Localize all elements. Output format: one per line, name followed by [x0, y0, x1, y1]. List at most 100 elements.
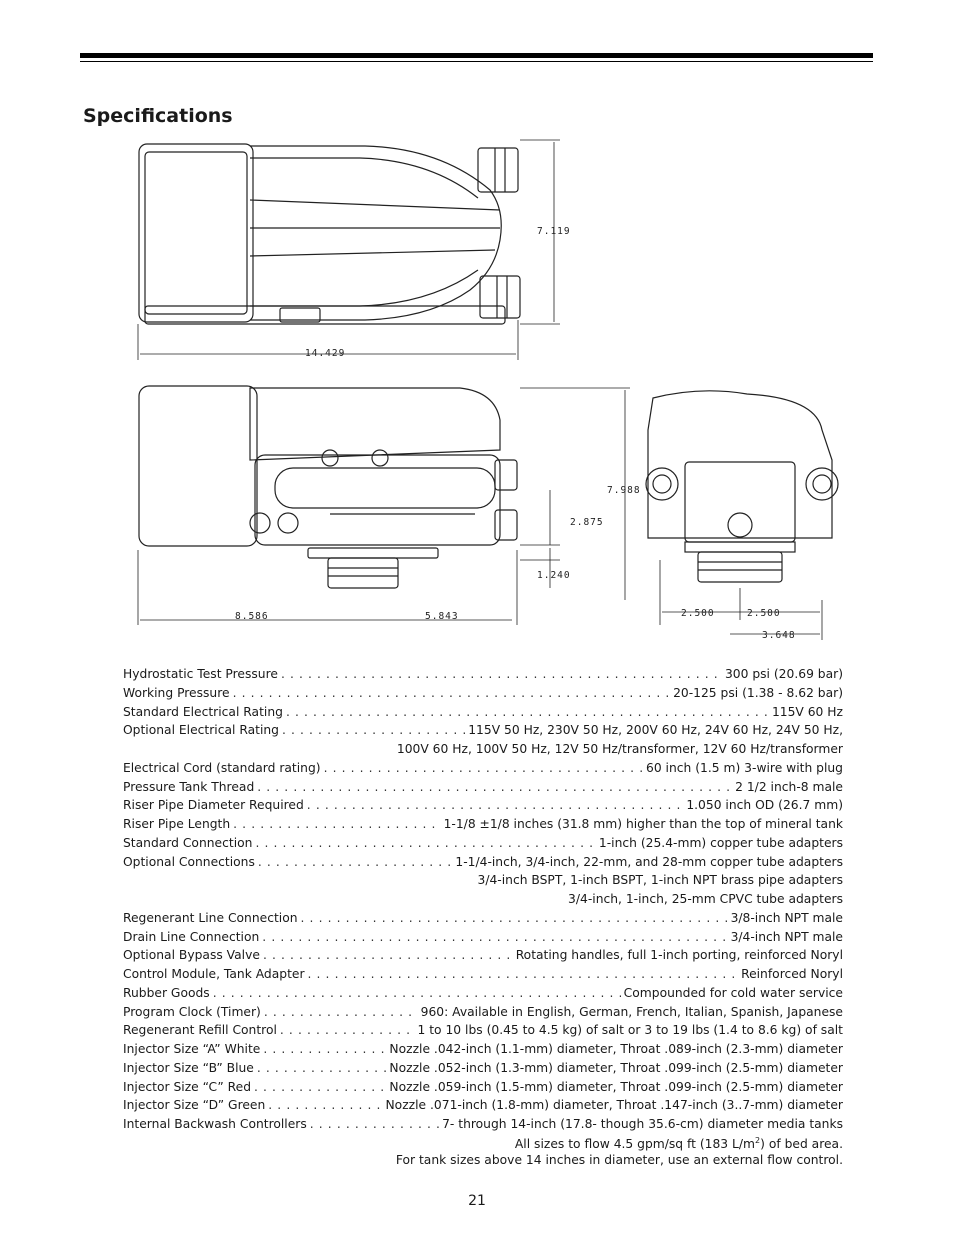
dot-leader	[281, 667, 722, 681]
dot-leader	[282, 723, 465, 737]
dot-leader	[263, 1042, 386, 1056]
spec-row: Pressure Tank Thread 2 1/2 inch-8 male	[123, 780, 843, 799]
spec-row: Standard Connection 1-inch (25.4-mm) copp…	[123, 836, 843, 855]
dot-leader	[324, 761, 643, 775]
spec-label: Regenerant Refill Control	[123, 1023, 277, 1038]
dim-top-height: 7.119	[537, 226, 571, 237]
dim-end-half-right: 2.500	[747, 608, 781, 619]
dot-leader	[257, 1061, 387, 1075]
spec-value: 300 psi (20.69 bar)	[724, 667, 843, 681]
dim-side-height: 7.988	[607, 485, 641, 496]
flow-note: All sizes to flow 4.5 gpm/sq ft (183 L/m…	[123, 1136, 843, 1153]
dot-leader	[263, 948, 513, 962]
spec-value: 7- through 14-inch (17.8- though 35.6-cm…	[442, 1117, 843, 1131]
spec-label: Standard Electrical Rating	[123, 704, 283, 719]
spec-row: Optional Bypass Valve Rotating handles, f…	[123, 948, 843, 967]
spec-label: Electrical Cord (standard rating)	[123, 760, 321, 775]
dot-leader	[262, 930, 727, 944]
header-rule-thick	[80, 53, 873, 58]
spec-value: Nozzle .042-inch (1.1-mm) diameter, Thro…	[389, 1042, 843, 1056]
spec-row: Injector Size “C” RedNozzle .059-inch (1…	[123, 1080, 843, 1099]
dim-end-half-left: 2.500	[681, 608, 715, 619]
spec-row: Injector Size “A” White Nozzle .042-inch …	[123, 1042, 843, 1061]
valve-dimension-drawing: 7.119 14.429 7.988 2.875 1.240 8.586 5.8…	[137, 139, 839, 641]
dot-leader	[310, 1117, 439, 1131]
dot-leader	[254, 1080, 386, 1094]
spec-label: Program Clock (Timer)	[123, 1004, 261, 1019]
spec-row: Drain Line Connection 3/4-inch NPT male	[123, 930, 843, 949]
dot-leader	[268, 1098, 382, 1112]
flow-note-sup: 2	[755, 1135, 761, 1145]
spec-label: Optional Electrical Rating	[123, 723, 279, 738]
dim-riser-offset: 1.240	[537, 570, 571, 581]
dim-top-length: 14.429	[305, 348, 345, 359]
dim-riser-height: 2.875	[570, 517, 604, 528]
spec-row: Riser Pipe Length 1-1/8 ±1/8 inches (31.8…	[123, 817, 843, 836]
dot-leader	[280, 1023, 415, 1037]
spec-value: 1 to 10 lbs (0.45 to 4.5 kg) of salt or …	[417, 1023, 844, 1038]
spec-value: 20-125 psi (1.38 - 8.62 bar)	[673, 685, 843, 700]
spec-value: Nozzle .071-inch (1.8-mm) diameter, Thro…	[385, 1098, 843, 1113]
spec-value: Reinforced Noryl	[741, 967, 843, 981]
spec-row: Injector Size “B” BlueNozzle .052-inch (…	[123, 1061, 843, 1080]
spec-value: 3/4-inch NPT male	[730, 929, 843, 944]
spec-label: Injector Size “A” White	[123, 1042, 261, 1056]
spec-label: Standard Connection	[123, 835, 253, 850]
dot-leader	[233, 686, 671, 700]
dot-leader	[258, 855, 453, 869]
dot-leader	[307, 798, 684, 812]
spec-row: Optional Electrical Rating 115V 50 Hz, 23…	[123, 723, 843, 742]
spec-value: 1-1/8 ±1/8 inches (31.8 mm) higher than …	[443, 817, 843, 831]
dot-leader	[255, 836, 595, 850]
spec-value-continuation: 3/4-inch BSPT, 1-inch BSPT, 1-inch NPT b…	[477, 873, 844, 888]
page-number: 21	[468, 1193, 486, 1209]
spec-label: Control Module, Tank Adapter	[123, 967, 305, 981]
end-view-drawing	[645, 390, 839, 583]
dot-leader	[264, 1005, 418, 1019]
spec-row: Regenerant Line Connection3/8-inch NPT m…	[123, 911, 843, 930]
top-view-drawing	[138, 143, 521, 325]
spec-label: Optional Connections	[123, 854, 255, 869]
spec-row: Riser Pipe Diameter Required 1.050 inch O…	[123, 798, 843, 817]
dot-leader	[286, 705, 769, 719]
spec-value: 2 1/2 inch-8 male	[735, 779, 843, 794]
side-view-drawing	[138, 385, 518, 589]
spec-value: 115V 50 Hz, 230V 50 Hz, 200V 60 Hz, 24V …	[468, 723, 843, 738]
dim-front-length: 8.586	[235, 611, 269, 622]
spec-label: Pressure Tank Thread	[123, 779, 255, 794]
spec-value: 60 inch (1.5 m) 3-wire with plug	[646, 760, 843, 775]
spec-label: Regenerant Line Connection	[123, 910, 298, 925]
dot-leader	[213, 986, 621, 1000]
spec-label: Working Pressure	[123, 685, 230, 700]
spec-value: 1-1/4-inch, 3/4-inch, 22-mm, and 28-mm c…	[455, 854, 843, 869]
spec-value: Nozzle .052-inch (1.3-mm) diameter, Thro…	[389, 1060, 843, 1075]
spec-value: 1-inch (25.4-mm) copper tube adapters	[598, 835, 843, 850]
spec-row: Regenerant Refill Control 1 to 10 lbs (0.…	[123, 1023, 843, 1042]
spec-row: Control Module, Tank Adapter Reinforced N…	[123, 967, 843, 986]
spec-label: Hydrostatic Test Pressure	[123, 667, 278, 681]
spec-label: Riser Pipe Diameter Required	[123, 798, 304, 813]
spec-row: Internal Backwash Controllers7- through …	[123, 1117, 843, 1136]
spec-value-continuation: 100V 60 Hz, 100V 50 Hz, 12V 50 Hz/transf…	[396, 742, 843, 756]
spec-label: Drain Line Connection	[123, 929, 260, 944]
dot-leader	[257, 780, 732, 794]
spec-value: 115V 60 Hz	[771, 704, 843, 719]
dim-rear-length: 5.843	[425, 611, 459, 622]
spec-label: Injector Size “D” Green	[123, 1098, 266, 1113]
flow-note-suffix: ) of bed area.	[760, 1136, 843, 1151]
spec-row: Working Pressure 20-125 psi (1.38 - 8.62 …	[123, 686, 843, 705]
spec-value: Rotating handles, full 1-inch porting, r…	[515, 948, 843, 963]
spec-value: 1.050 inch OD (26.7 mm)	[686, 798, 843, 813]
dim-end-offset: 3.648	[762, 630, 796, 641]
spec-row: Electrical Cord (standard rating) 60 inch…	[123, 761, 843, 780]
spec-row: Optional Connections 1-1/4-inch, 3/4-inch…	[123, 855, 843, 874]
dot-leader	[308, 967, 739, 981]
header-rule-thin	[80, 61, 873, 62]
flow-note-prefix: All sizes to flow 4.5 gpm/sq ft (183 L/m	[514, 1136, 756, 1151]
spec-value: 960: Available in English, German, Frenc…	[420, 1004, 843, 1019]
spec-row: Rubber GoodsCompounded for cold water se…	[123, 986, 843, 1005]
spec-row: Program Clock (Timer) 960: Available in E…	[123, 1005, 843, 1024]
specifications-list: Hydrostatic Test Pressure 300 psi (20.69 …	[123, 667, 843, 1170]
spec-label: Optional Bypass Valve	[123, 948, 260, 963]
spec-label: Riser Pipe Length	[123, 817, 231, 831]
